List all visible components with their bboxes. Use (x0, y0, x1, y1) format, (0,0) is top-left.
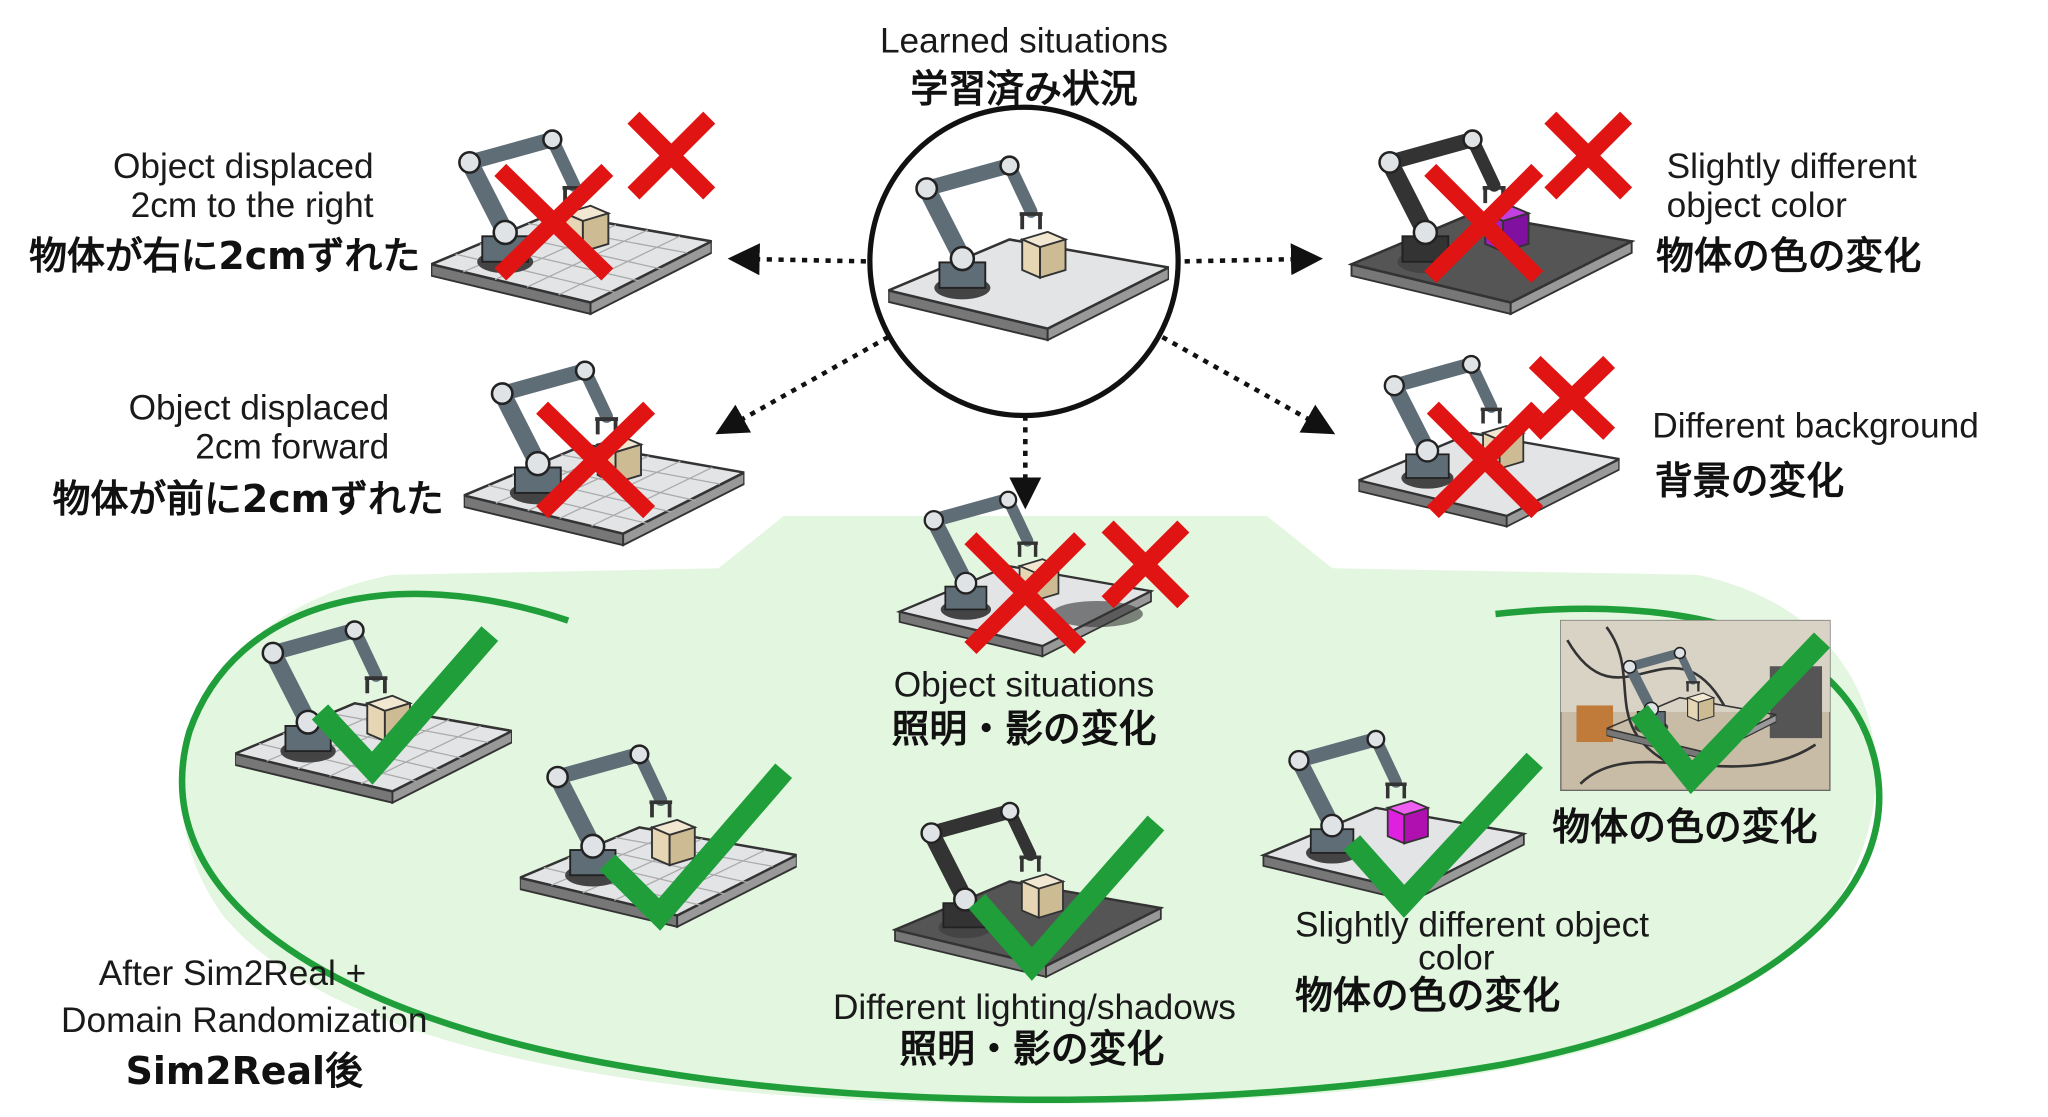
label-en: Object displaced (129, 388, 390, 427)
label-jp: 物体の色の変化 (1295, 973, 1560, 1017)
label-jp: 照明・影の変化 (899, 1027, 1164, 1071)
failure-forward-shift: Object displaced 2cm forward 物体が前に2cmずれた (53, 362, 745, 545)
footer-line3: Sim2Real後 (126, 1049, 364, 1093)
x-mark-icon (1424, 111, 1633, 284)
success-lighting: Different lighting/shadows 照明・影の変化 (833, 803, 1236, 1071)
arrows (715, 243, 1336, 510)
label-jp: 物体の色の変化 (1552, 805, 1817, 849)
check-icon (311, 626, 499, 785)
check-icon (599, 763, 793, 931)
check-icon (968, 815, 1165, 981)
center-title-jp: 学習済み状況 (910, 67, 1137, 111)
x-mark-icon (494, 111, 716, 281)
label-jp: 背景の変化 (1655, 459, 1844, 503)
success-real-photo: 物体の色の変化 (1552, 619, 1831, 849)
success-shift-2 (520, 746, 797, 927)
label-jp: 物体の色の変化 (1656, 234, 1921, 278)
x-mark-icon (964, 520, 1190, 654)
label-en: Different background (1652, 407, 1979, 446)
label-en: Different lighting/shadows (833, 988, 1236, 1027)
label-en: object color (1667, 186, 1848, 225)
label-en: Slightly different (1667, 147, 1917, 186)
label-en: 2cm to the right (131, 186, 374, 225)
center-title-en: Learned situations (880, 21, 1168, 60)
success-shift-1 (235, 621, 512, 802)
x-mark-icon (1426, 355, 1616, 519)
label-en: Object displaced (113, 147, 374, 186)
success-color: Slightly different object color 物体の色の変化 (1263, 731, 1649, 1017)
success-region (0, 516, 2048, 1117)
footer-line1: After Sim2Real + (99, 954, 366, 993)
failure-color: Slightly different object color 物体の色の変化 (1352, 111, 1921, 314)
failure-lighting: Object situations 照明・影の変化 (891, 492, 1190, 751)
label-jp: 照明・影の変化 (891, 707, 1156, 751)
check-icon (1343, 752, 1543, 918)
x-mark-icon (536, 401, 656, 519)
label-jp: 物体が前に2cmずれた (53, 477, 444, 521)
label-en: color (1418, 938, 1495, 977)
learned-situation-scene (867, 104, 1181, 419)
label-en: Slightly different object (1295, 906, 1649, 945)
label-en: Object situations (894, 665, 1155, 704)
failure-background: Different background 背景の変化 (1359, 356, 1979, 526)
failure-right-shift: Object displaced 2cm to the right 物体が右に2… (29, 111, 716, 314)
label-jp: 物体が右に2cmずれた (29, 234, 420, 278)
check-icon (1630, 632, 1831, 795)
footer-line2: Domain Randomization (61, 1001, 427, 1040)
label-en: 2cm forward (195, 428, 389, 467)
